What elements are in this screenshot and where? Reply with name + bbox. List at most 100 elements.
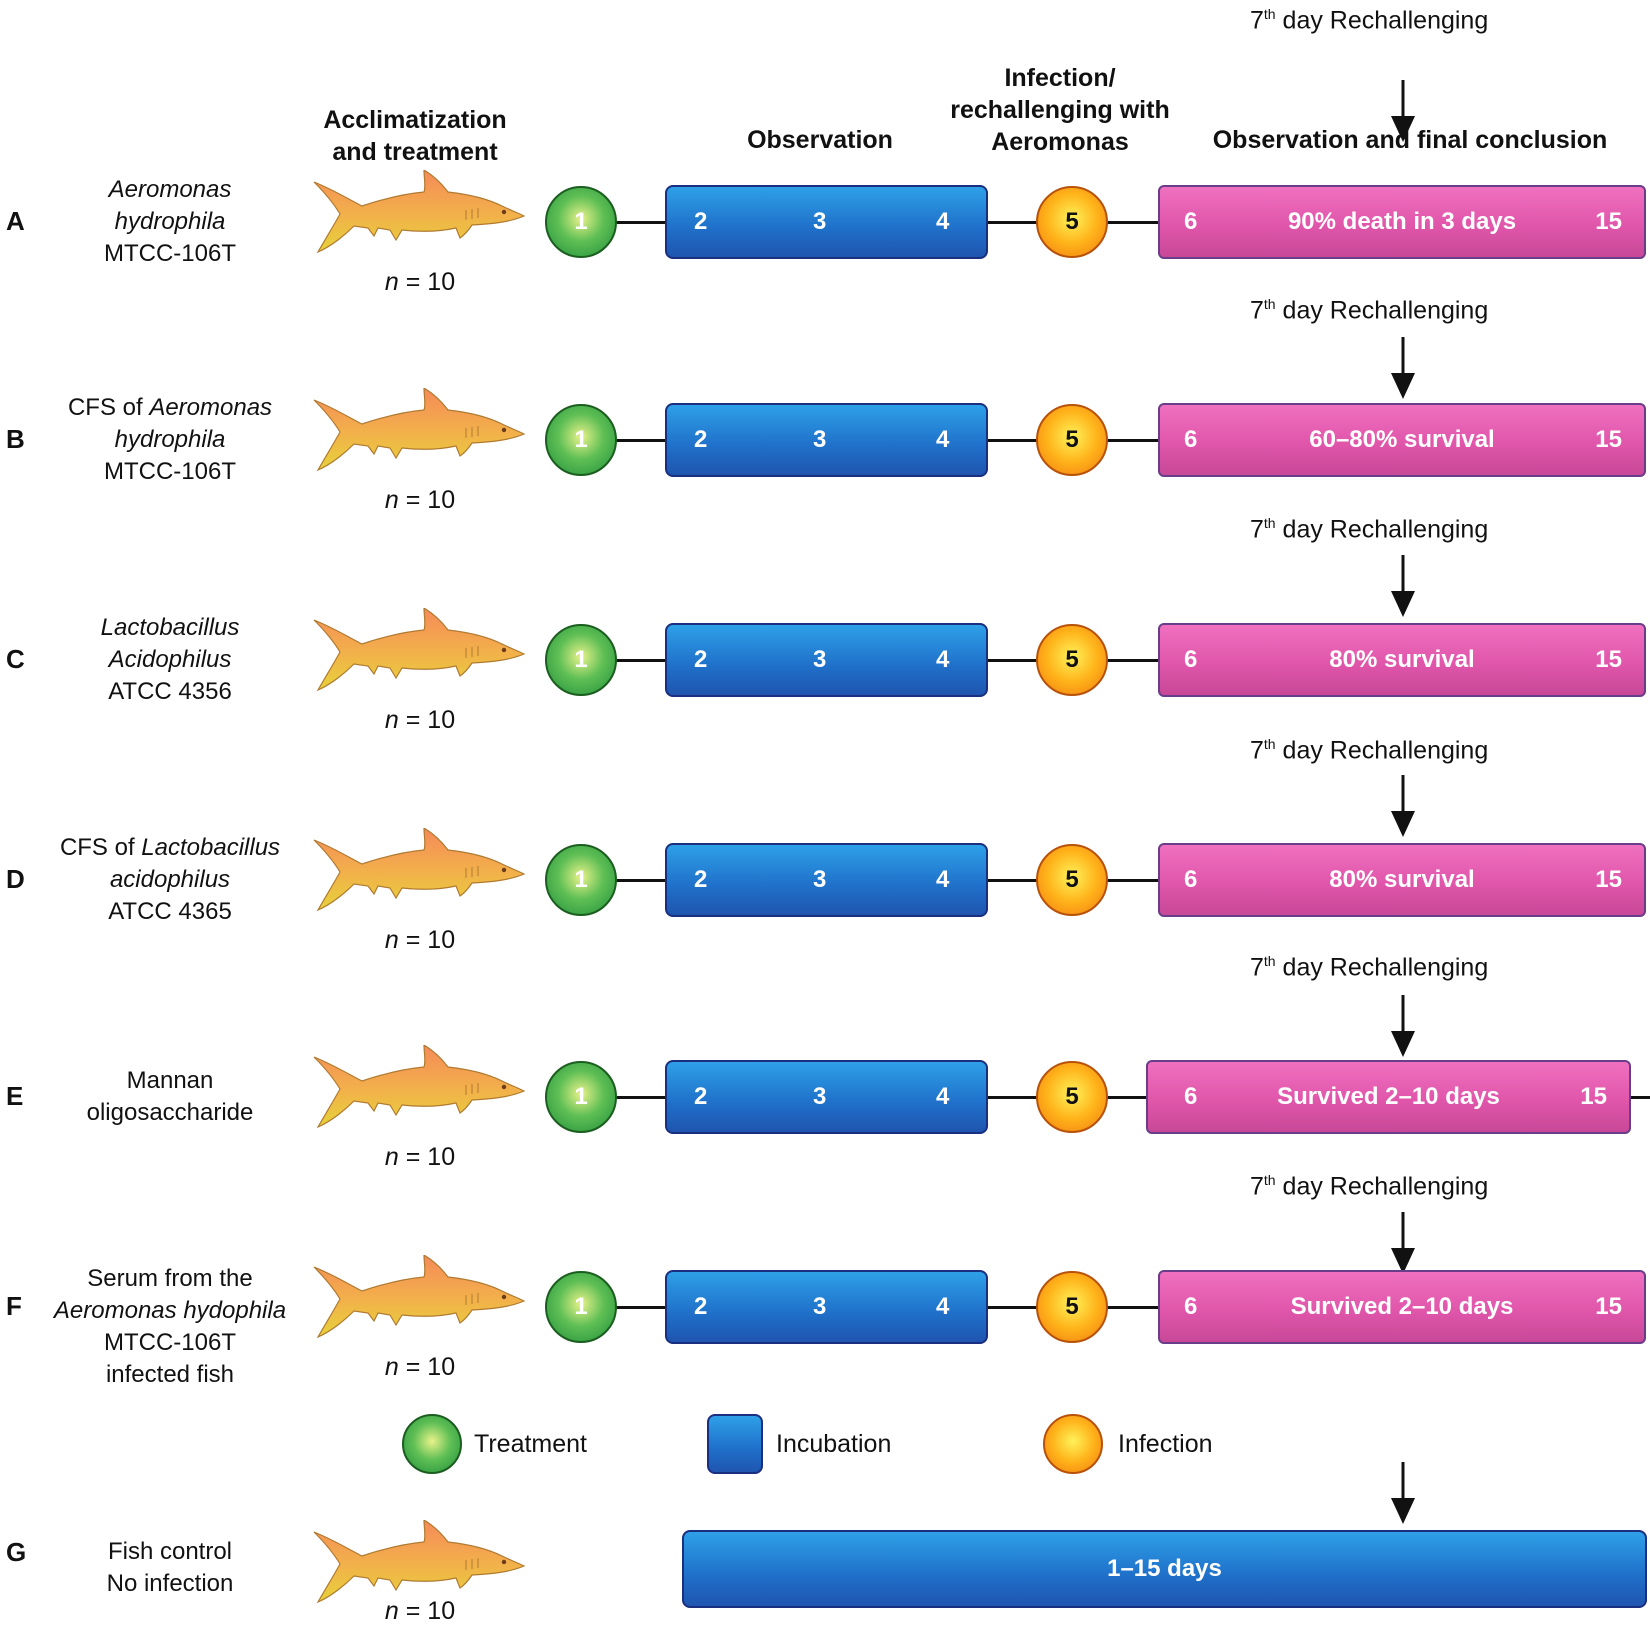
row-letter-D: D — [6, 864, 25, 894]
legend-infection-icon — [1043, 1414, 1103, 1474]
day-number: 6 — [1184, 866, 1198, 893]
n-count: n = 10 — [384, 1143, 456, 1171]
down-arrow-icon — [1390, 1462, 1416, 1524]
day-number: 2 — [694, 1293, 708, 1320]
day-number: 4 — [936, 1293, 950, 1320]
observation-box: 2 3 4 — [665, 185, 988, 259]
row-letter-G: G — [6, 1537, 27, 1567]
timeline-line — [600, 1096, 1650, 1099]
final-conclusion-box: 6 90% death in 3 days 15 — [1158, 185, 1646, 259]
final-conclusion-box: 6 60–80% survival 15 — [1158, 403, 1646, 477]
header-acclimatization: Acclimatization and treatment — [323, 106, 507, 166]
observation-box: 2 3 4 — [665, 403, 988, 477]
day-number: 3 — [813, 1083, 827, 1110]
day-number: 4 — [936, 1083, 950, 1110]
outcome-text: 90% death in 3 days — [1287, 208, 1517, 235]
n-count: n = 10 — [384, 1597, 456, 1625]
day-number: 2 — [694, 646, 708, 673]
day-number: 4 — [936, 646, 950, 673]
observation-box: 2 3 4 — [665, 1270, 988, 1344]
treatment-step: 1 — [545, 624, 617, 696]
infection-step: 5 — [1036, 1061, 1108, 1133]
legend-treatment-icon — [402, 1414, 462, 1474]
outcome-text: 60–80% survival — [1309, 426, 1495, 453]
treatment-step: 1 — [545, 186, 617, 258]
day-number: 3 — [813, 1293, 827, 1320]
day-number: 4 — [936, 426, 950, 453]
header-final-conclusion: Observation and final conclusion — [1212, 126, 1608, 154]
fish-icon — [310, 828, 525, 918]
row-letter-E: E — [6, 1081, 24, 1111]
day-number: 6 — [1184, 426, 1198, 453]
down-arrow-icon — [1390, 775, 1416, 837]
row-letter-C: C — [6, 644, 25, 674]
day-number: 3 — [813, 866, 827, 893]
legend-incubation-label: Incubation — [776, 1430, 892, 1458]
fish-icon — [310, 1045, 525, 1135]
observation-box: 2 3 4 — [665, 623, 988, 697]
treatment-step: 1 — [545, 1061, 617, 1133]
day-number: 2 — [694, 1083, 708, 1110]
day-number: 2 — [694, 866, 708, 893]
infection-step: 5 — [1036, 844, 1108, 916]
legend-incubation-icon — [707, 1414, 763, 1474]
n-count: n = 10 — [384, 1353, 456, 1381]
outcome-text: 80% survival — [1329, 866, 1475, 893]
down-arrow-icon — [1390, 995, 1416, 1057]
control-bar-label: 1–15 days — [1107, 1555, 1222, 1582]
row-letter-A: A — [6, 206, 25, 236]
observation-box: 2 3 4 — [665, 1060, 988, 1134]
n-count: n = 10 — [384, 706, 456, 734]
day-number: 4 — [936, 866, 950, 893]
row-letter-F: F — [6, 1291, 22, 1321]
treatment-step: 1 — [545, 1271, 617, 1343]
infection-step: 5 — [1036, 624, 1108, 696]
down-arrow-icon — [1390, 337, 1416, 399]
day-number: 2 — [694, 426, 708, 453]
day-number: 2 — [694, 208, 708, 235]
day-number: 15 — [1595, 1293, 1622, 1320]
outcome-text: Survived 2–10 days — [1290, 1293, 1514, 1320]
treatment-step: 1 — [545, 844, 617, 916]
fish-icon — [310, 388, 525, 478]
down-arrow-icon — [1390, 555, 1416, 617]
down-arrow-icon — [1390, 80, 1416, 142]
day-number: 15 — [1580, 1083, 1607, 1110]
n-count: n = 10 — [384, 268, 456, 296]
day-number: 6 — [1184, 1293, 1198, 1320]
outcome-text: Survived 2–10 days — [1277, 1083, 1500, 1110]
final-conclusion-box: 6 Survived 2–10 days 15 — [1146, 1060, 1631, 1134]
row-letter-B: B — [6, 424, 25, 454]
final-conclusion-box: 6 80% survival 15 — [1158, 623, 1646, 697]
day-number: 15 — [1595, 866, 1622, 893]
rechallenging-label: 7th day Rechallenging — [1250, 1172, 1489, 1201]
observation-box: 2 3 4 — [665, 843, 988, 917]
day-number: 4 — [936, 208, 950, 235]
fish-icon — [310, 608, 525, 698]
fish-icon — [310, 1255, 525, 1345]
day-number: 3 — [813, 646, 827, 673]
day-number: 15 — [1595, 208, 1622, 235]
infection-step: 5 — [1036, 1271, 1108, 1343]
rechallenging-label: 7th day Rechallenging — [1250, 515, 1489, 544]
n-count: n = 10 — [384, 926, 456, 954]
day-number: 15 — [1595, 426, 1622, 453]
down-arrow-icon — [1390, 1212, 1416, 1274]
infection-step: 5 — [1036, 186, 1108, 258]
rechallenging-label: 7th day Rechallenging — [1250, 736, 1489, 765]
outcome-text: 80% survival — [1329, 646, 1475, 673]
fish-icon — [310, 170, 525, 260]
final-conclusion-box: 6 Survived 2–10 days 15 — [1158, 1270, 1646, 1344]
day-number: 3 — [813, 426, 827, 453]
day-number: 15 — [1595, 646, 1622, 673]
header-infection: Infection/ rechallenging with Aeromonas — [950, 64, 1170, 156]
rechallenging-label: 7th day Rechallenging — [1250, 296, 1489, 325]
n-count: n = 10 — [384, 486, 456, 514]
day-number: 6 — [1184, 208, 1198, 235]
